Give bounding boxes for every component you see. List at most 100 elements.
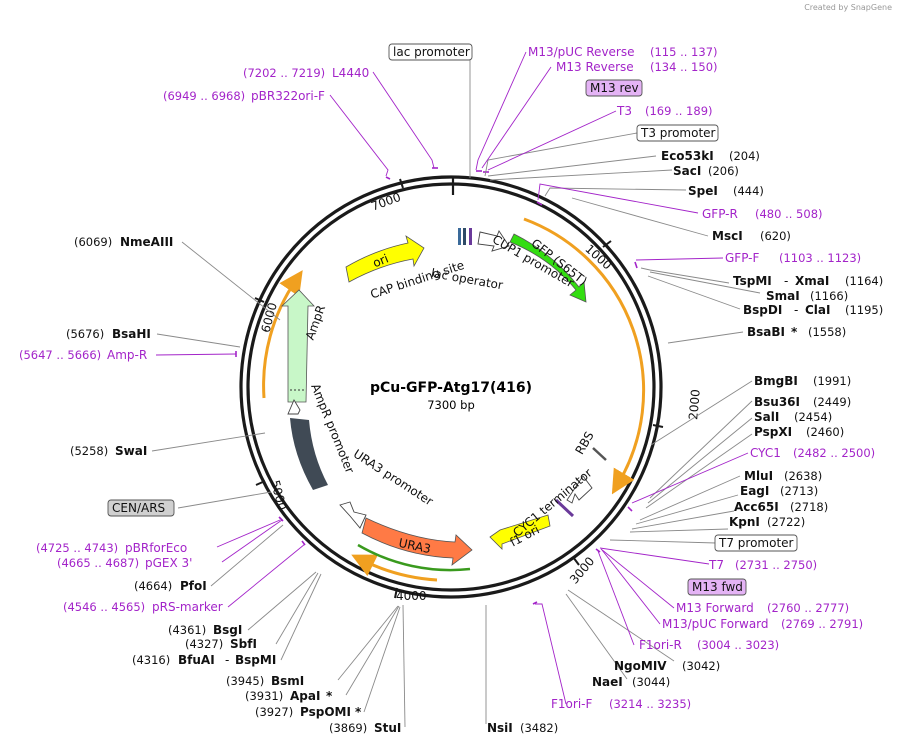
m13-fwd-box-label: M13 fwd [692, 580, 743, 594]
orf-arc-green [357, 543, 471, 572]
tick-label-2000: 2000 [686, 389, 703, 421]
nmeaiii-pos: (6069) [74, 235, 112, 249]
bsgi-pos: (4361) [168, 623, 206, 637]
l4440-label: L4440 [332, 66, 369, 80]
f1ori-f-label: F1ori-F [551, 697, 592, 711]
ngomiv-pos: (3042) [682, 659, 720, 673]
nsii-label: NsiI [487, 721, 513, 735]
bfuai-label: BfuAI [178, 653, 215, 667]
pbr322ori-f-pos: (6949 .. 6968) [163, 89, 245, 103]
mlui-pos: (2638) [784, 469, 822, 483]
lac-operator-mark [463, 228, 466, 245]
m13puc-forward-pos: (2769 .. 2791) [781, 617, 863, 631]
t7-primer-label: T7 [708, 558, 724, 572]
m13puc-reverse-pos: (115 .. 137) [650, 45, 718, 59]
f1ori-r-label: F1ori-R [639, 638, 682, 652]
primer-leader-lines [155, 51, 749, 705]
ura3-promoter-arrow [339, 501, 367, 529]
pfoi-pos: (4664) [134, 579, 172, 593]
t3-label: T3 [616, 104, 632, 118]
plasmid-size: 7300 bp [427, 398, 475, 412]
stui-label: StuI [374, 721, 401, 735]
snapgene-credit: Created by SnapGene [804, 3, 892, 12]
orf-arc-ura3 [351, 554, 438, 582]
eagi-pos: (2713) [780, 484, 818, 498]
bsahi-label: BsaHI [112, 327, 151, 341]
xmai-label: XmaI [795, 274, 829, 288]
tspmi-pos: (1164) [845, 274, 883, 288]
lac-promoter-box-label: lac promoter [393, 45, 470, 59]
mcs-marks [554, 498, 575, 518]
t3-promoter-box [636, 124, 719, 142]
spei-label: SpeI [688, 184, 718, 198]
bsmi-pos: (3945) [226, 674, 264, 688]
prs-marker-pos: (4546 .. 4565) [63, 600, 145, 614]
apai-label: ApaI [290, 689, 320, 703]
tick-label-7000: 7000 [369, 190, 402, 214]
rbs-mark [592, 447, 607, 461]
acc65i-pos: (2718) [790, 500, 828, 514]
l4440-pos: (7202 .. 7219) [243, 66, 325, 80]
nsii-pos: (3482) [520, 721, 558, 735]
eco53ki-label: Eco53kI [661, 149, 714, 163]
cyc1-terminator-label: CYC1 terminator [510, 466, 594, 540]
cyc1-primer-pos: (2482 .. 2500) [793, 446, 875, 460]
gfp-f-pos: (1103 .. 1123) [779, 251, 861, 265]
sbfi-pos: (4327) [185, 637, 223, 651]
backbone-outer [239, 175, 663, 599]
bsu36i-pos: (2449) [813, 395, 851, 409]
spei-pos: (444) [733, 184, 764, 198]
msci-label: MscI [712, 229, 743, 243]
f1ori-f-pos: (3214 .. 3235) [609, 697, 691, 711]
pspxi-label: PspXI [754, 425, 792, 439]
ura3-promoter-label: URA3 promoter [351, 447, 436, 509]
lac-promoter-mark [469, 228, 472, 245]
f1-ori-feature [489, 514, 551, 550]
m13puc-reverse-label: M13/pUC Reverse [528, 45, 635, 59]
ampr-promoter-arrow [287, 399, 301, 415]
bsgi-label: BsgI [213, 623, 242, 637]
pgex3-pos: (4665 .. 4687) [57, 556, 139, 570]
pspomi-label: PspOMI [300, 705, 351, 719]
saci-label: SacI [673, 164, 701, 178]
cen-ars-box [107, 499, 175, 517]
bspmi-label: BspMI [235, 653, 276, 667]
bmgbi-pos: (1991) [813, 374, 851, 388]
kpni-label: KpnI [729, 515, 760, 529]
t3-promoter-box-label: T3 promoter [640, 126, 716, 140]
pbrforeco-label: pBRforEco [125, 541, 187, 555]
sali-pos: (2454) [794, 410, 832, 424]
bsu36i-label: Bsu36I [754, 395, 800, 409]
clai-label: ClaI [805, 303, 830, 317]
eco53ki-pos: (204) [729, 149, 760, 163]
pbrforeco-pos: (4725 .. 4743) [36, 541, 118, 555]
ori-label: ori [371, 251, 391, 270]
gfp-feature [509, 233, 587, 303]
apai-star: * [326, 689, 333, 703]
smai-pos: (1166) [810, 289, 848, 303]
pspomi-star: * [355, 705, 362, 719]
m13-fwd-box [687, 578, 747, 596]
tspmi-dash: - [784, 274, 788, 288]
ampr-feature [280, 289, 315, 403]
pspomi-pos: (3927) [255, 705, 293, 719]
pspxi-pos: (2460) [806, 425, 844, 439]
amp-r-label: Amp-R [107, 348, 147, 362]
gfp-r-label: GFP-R [702, 207, 738, 221]
tick-marks [254, 178, 664, 599]
bspdi-label: BspDI [743, 303, 782, 317]
bspdi-dash: - [794, 303, 798, 317]
bspdi-pos: (1195) [845, 303, 883, 317]
bsabi-star: * [791, 325, 798, 339]
eagi-label: EagI [740, 484, 769, 498]
nmeaiii-label: NmeAIII [120, 235, 173, 249]
saci-pos: (206) [708, 164, 739, 178]
orf-arc-ampr [262, 270, 303, 399]
enzyme-leader-lines [151, 47, 761, 728]
m13-rev-box-label: M13 rev [590, 81, 639, 95]
lac-operator-label: lac operator [430, 266, 504, 292]
acc65i-label: Acc65I [734, 500, 779, 514]
kpni-pos: (2722) [767, 515, 805, 529]
gfp-f-label: GFP-F [725, 251, 760, 265]
